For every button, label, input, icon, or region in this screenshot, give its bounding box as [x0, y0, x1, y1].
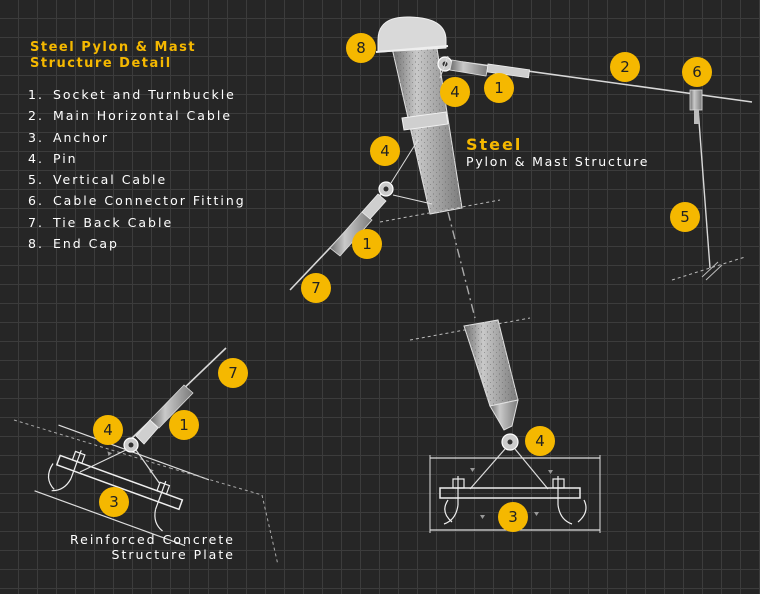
callout-end-cap: 8 [346, 33, 376, 63]
callout-pin-left: 4 [93, 415, 123, 445]
mast-base [409, 317, 601, 533]
callout-socket-top: 1 [484, 73, 514, 103]
callout-pin-base: 4 [525, 426, 555, 456]
legend-item: 2.Main Horizontal Cable [28, 108, 233, 124]
callout-pin-mid: 4 [370, 136, 400, 166]
diagram-subtitle: Pylon & Mast Structure [466, 154, 650, 169]
legend-item: 3.Anchor [28, 129, 109, 145]
callout-pin-top: 4 [440, 77, 470, 107]
legend: 1.Socket and Turnbuckle 2.Main Horizonta… [28, 84, 246, 254]
legend-item: 4.Pin [28, 150, 78, 166]
vertical-cable [697, 107, 711, 269]
end-cap [377, 16, 447, 53]
legend-item: 8.End Cap [28, 236, 119, 252]
callout-horizontal-cable: 2 [610, 52, 640, 82]
legend-item: 1.Socket and Turnbuckle [28, 87, 236, 102]
page-title: Steel Pylon & Mast Structure Detail [30, 40, 197, 71]
anchor-plate-right [439, 487, 581, 499]
diagram-title: Steel [466, 135, 523, 154]
legend-item: 5.Vertical Cable [28, 172, 168, 188]
callout-socket-mid: 1 [352, 229, 382, 259]
plate-caption: Reinforced Concrete Structure Plate [70, 532, 235, 562]
upper-mast [289, 16, 753, 319]
callout-anchor-base: 3 [498, 502, 528, 532]
callout-vertical-cable: 5 [670, 202, 700, 232]
callout-tie-back-upper: 7 [301, 273, 331, 303]
callout-tie-back-lower: 7 [218, 358, 248, 388]
callout-anchor-left: 3 [99, 487, 129, 517]
tie-back-anchor-detail [34, 424, 210, 547]
callout-connector-fitting: 6 [682, 57, 712, 87]
cable-connector-fitting [689, 89, 703, 111]
callout-socket-left: 1 [169, 410, 199, 440]
legend-item: 7.Tie Back Cable [28, 214, 174, 230]
legend-item: 6.Cable Connector Fitting [28, 193, 246, 209]
